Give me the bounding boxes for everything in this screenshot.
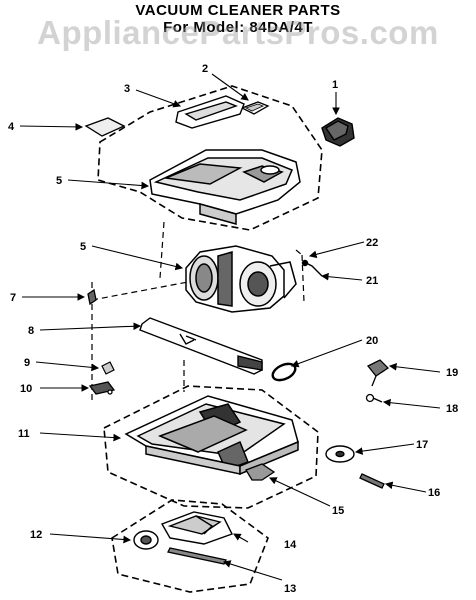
wire-lead-part bbox=[301, 259, 323, 277]
callout-22: 22 bbox=[366, 237, 378, 249]
lever-part bbox=[366, 359, 390, 387]
roller-part bbox=[325, 445, 355, 463]
callout-7: 7 bbox=[10, 292, 16, 304]
carriage-part bbox=[160, 511, 233, 545]
callout-13: 13 bbox=[284, 583, 296, 595]
belt-part bbox=[271, 362, 297, 382]
callout-8: 8 bbox=[28, 325, 34, 337]
spring-part bbox=[365, 393, 383, 403]
callout-17: 17 bbox=[416, 439, 428, 451]
callout-16: 16 bbox=[428, 487, 440, 499]
callout-9: 9 bbox=[24, 357, 30, 369]
wheel-part bbox=[133, 530, 159, 550]
callout-4: 4 bbox=[8, 121, 15, 133]
callout-15: 15 bbox=[332, 505, 344, 517]
axle-part bbox=[167, 547, 227, 565]
handle-bail-part bbox=[175, 95, 245, 129]
hose-part bbox=[139, 317, 263, 375]
cube-part bbox=[101, 361, 115, 375]
callout-20: 20 bbox=[366, 335, 378, 347]
hood-part bbox=[149, 149, 301, 225]
callout-12: 12 bbox=[30, 529, 42, 541]
bracket-part bbox=[245, 463, 276, 481]
switch-button-part bbox=[321, 117, 355, 147]
wheel-assembly-outline bbox=[111, 499, 269, 593]
motor-part bbox=[185, 245, 297, 313]
callout-5-motor: 5 bbox=[80, 241, 86, 253]
callout-14: 14 bbox=[284, 539, 297, 551]
screw-part bbox=[359, 473, 385, 489]
model-subtitle: For Model: 84DA/4T bbox=[163, 19, 313, 36]
diagram-title: VACUUM CLEANER PARTS bbox=[135, 2, 341, 19]
filter-sheet-part bbox=[84, 117, 126, 137]
callout-2: 2 bbox=[202, 63, 208, 75]
clip-part bbox=[87, 288, 97, 306]
callout-3: 3 bbox=[124, 83, 130, 95]
callout-5-hood: 5 bbox=[56, 175, 62, 187]
callout-19: 19 bbox=[446, 367, 458, 379]
base-assembly-outline bbox=[103, 385, 319, 509]
latch-part bbox=[88, 381, 116, 395]
base-part bbox=[124, 395, 299, 476]
callout-1: 1 bbox=[332, 79, 338, 91]
hood-assembly-outline bbox=[97, 85, 323, 231]
callout-18: 18 bbox=[446, 403, 458, 415]
callout-21: 21 bbox=[366, 275, 378, 287]
callout-11: 11 bbox=[18, 428, 30, 440]
callout-10: 10 bbox=[20, 383, 32, 395]
